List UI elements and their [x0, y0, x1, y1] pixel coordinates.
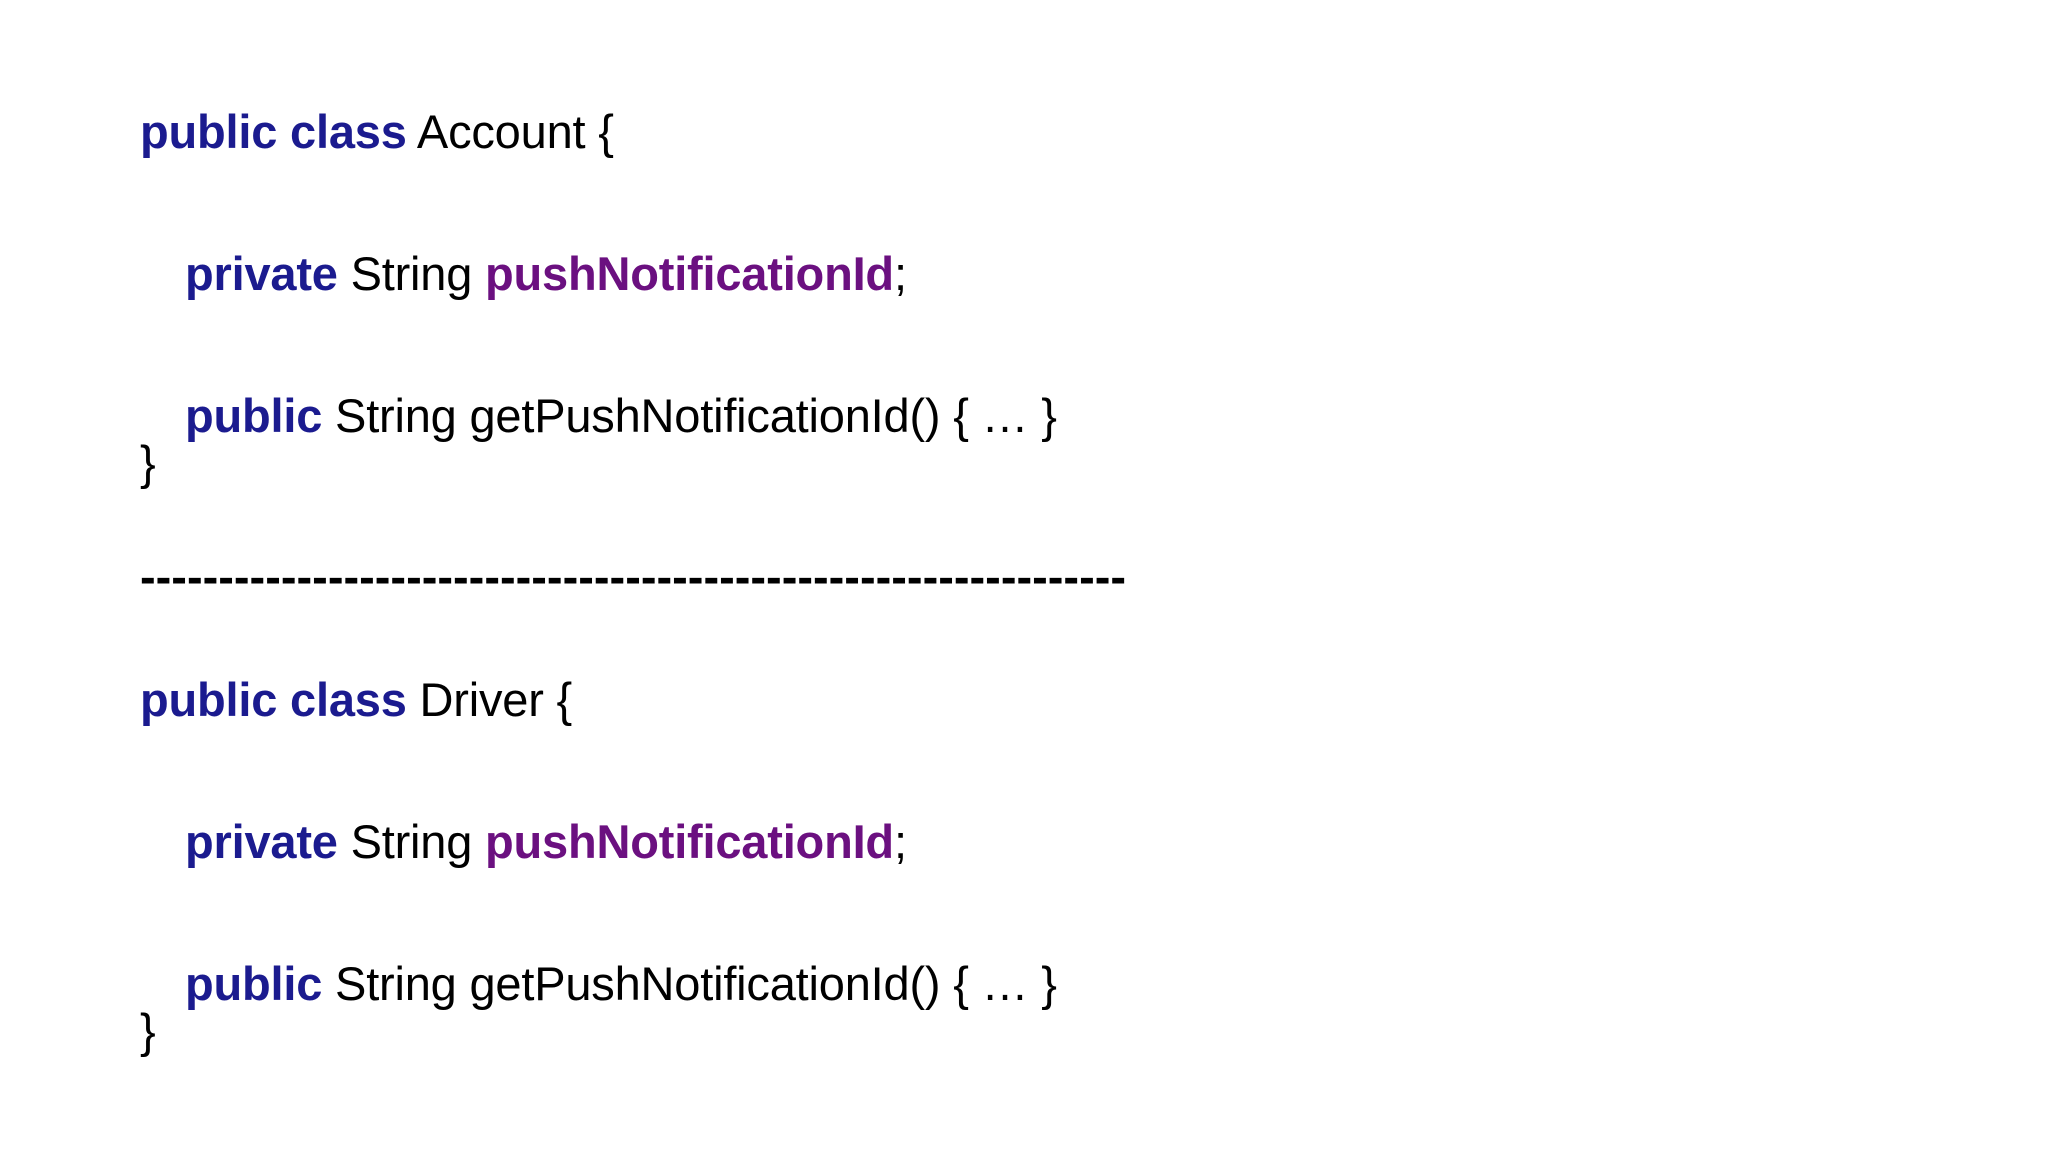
- blank-line: [140, 723, 1057, 818]
- class-declaration-line-driver: public class Driver {: [140, 676, 1057, 723]
- field-declaration-line-account: private String pushNotificationId;: [140, 250, 1057, 297]
- class-name-account: Account {: [406, 105, 614, 158]
- method-declaration-line-driver: public String getPushNotificationId() { …: [140, 960, 1057, 1007]
- field-declaration-line-driver: private String pushNotificationId;: [140, 818, 1057, 865]
- blank-line: [140, 297, 1057, 392]
- code-block-driver: public class Driver { private String pus…: [140, 676, 1057, 1054]
- code-block-account: public class Account { private String pu…: [140, 108, 1057, 486]
- field-name-pushnotificationid-driver: pushNotificationId: [485, 815, 894, 868]
- method-declaration-line-account: public String getPushNotificationId() { …: [140, 392, 1057, 439]
- method-signature-account: String getPushNotificationId() { … }: [322, 389, 1057, 442]
- blank-line: [140, 865, 1057, 960]
- class-name-driver: Driver {: [406, 673, 573, 726]
- keyword-private-driver: private: [185, 815, 338, 868]
- keyword-public-method-driver: public: [185, 957, 323, 1010]
- semicolon-driver: ;: [893, 815, 907, 868]
- closing-brace-account: }: [140, 436, 156, 489]
- keyword-private-account: private: [185, 247, 338, 300]
- class-declaration-line-account: public class Account {: [140, 108, 1057, 155]
- type-string-account: String: [337, 247, 486, 300]
- method-signature-driver: String getPushNotificationId() { … }: [322, 957, 1057, 1010]
- dashed-separator: ----------------------------------------…: [140, 560, 1127, 594]
- type-string-driver: String: [337, 815, 486, 868]
- keyword-public-class-driver: public class: [140, 673, 407, 726]
- field-name-pushnotificationid-account: pushNotificationId: [485, 247, 894, 300]
- blank-line: [140, 155, 1057, 250]
- keyword-public-class-account: public class: [140, 105, 407, 158]
- keyword-public-method-account: public: [185, 389, 323, 442]
- semicolon-account: ;: [893, 247, 907, 300]
- closing-brace-driver: }: [140, 1004, 156, 1057]
